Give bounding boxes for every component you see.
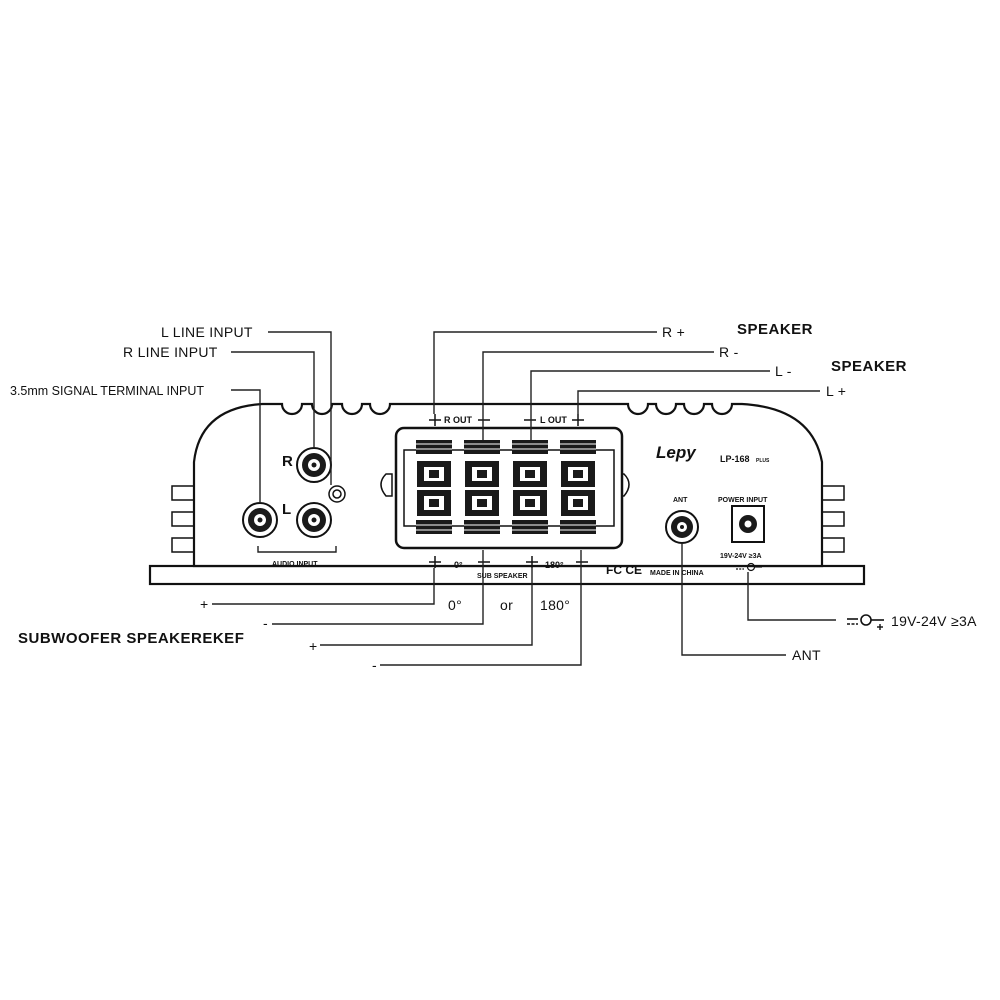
r-out-label: R OUT bbox=[444, 415, 473, 425]
label-r-line-input: R LINE INPUT bbox=[123, 344, 218, 360]
panel-ant-label: ANT bbox=[673, 497, 688, 504]
audio-input-label: AUDIO INPUT bbox=[272, 561, 318, 568]
panel-r-label: R bbox=[282, 453, 293, 470]
leader-l-line-input bbox=[268, 331, 332, 485]
panel-zero-deg: 0° bbox=[454, 560, 463, 570]
label-zero-deg: 0° bbox=[448, 597, 462, 613]
label-180-deg: 180° bbox=[540, 597, 570, 613]
leader-ant bbox=[681, 543, 786, 656]
label-r-plus: R + bbox=[662, 324, 685, 340]
speaker-terminal-block bbox=[380, 426, 630, 550]
made-in-china-label: MADE IN CHINA bbox=[650, 570, 704, 577]
terminal-l-minus[interactable] bbox=[513, 461, 547, 487]
bottom-terminal-tabs bbox=[416, 520, 596, 534]
leader-signal-input bbox=[231, 389, 261, 503]
amplifier-body: R L bbox=[148, 402, 866, 586]
label-r-minus: R - bbox=[719, 344, 739, 360]
power-input-jack[interactable] bbox=[731, 505, 765, 543]
power-spec-panel: 19V-24V ≥3A bbox=[720, 553, 762, 560]
leader-sub-minus-0 bbox=[272, 550, 484, 625]
leader-sub-plus-180 bbox=[320, 568, 533, 646]
label-or: or bbox=[500, 597, 513, 613]
rca-l-jack[interactable] bbox=[296, 502, 332, 538]
panel-l-label: L bbox=[282, 501, 292, 518]
ant-jack[interactable] bbox=[665, 510, 699, 544]
leader-l-plus bbox=[577, 390, 820, 414]
label-l-line-input: L LINE INPUT bbox=[161, 324, 253, 340]
label-sub-minus-0: - bbox=[263, 615, 268, 631]
label-speaker-left: SPEAKER bbox=[831, 358, 907, 375]
terminal-sub-minus-180[interactable] bbox=[561, 490, 595, 516]
model-suffix: PLUS bbox=[756, 458, 770, 464]
label-l-minus: L - bbox=[775, 363, 792, 379]
l-out-label: L OUT bbox=[540, 415, 567, 425]
leader-l-minus bbox=[530, 370, 770, 440]
terminal-sub-minus-0[interactable] bbox=[465, 490, 499, 516]
label-l-plus: L + bbox=[826, 383, 846, 399]
rca-r-jack[interactable] bbox=[296, 447, 332, 483]
audio-input-group: R L bbox=[242, 447, 346, 568]
dc-polarity-icon bbox=[847, 614, 884, 630]
small-screw bbox=[328, 485, 346, 503]
leader-sub-plus-0 bbox=[212, 568, 435, 605]
dc-polarity-icon-small bbox=[736, 562, 762, 572]
fc-ce-mark: FC CE bbox=[606, 563, 642, 577]
out-labels: R OUT L OUT bbox=[429, 414, 584, 426]
label-sub-minus-180: - bbox=[372, 657, 377, 673]
leader-lines bbox=[212, 331, 836, 666]
signal-3-5mm-jack[interactable] bbox=[242, 502, 278, 538]
callout-labels: L LINE INPUT R LINE INPUT 3.5mm SIGNAL T… bbox=[10, 321, 977, 673]
model-label: LP-168 bbox=[720, 454, 750, 464]
sub-speaker-label: SUB SPEAKER bbox=[477, 573, 528, 580]
brand-logo: Lepy bbox=[656, 443, 697, 462]
terminal-sub-plus-0[interactable] bbox=[417, 490, 451, 516]
label-power-spec: 19V-24V ≥3A bbox=[891, 613, 977, 629]
terminal-l-plus[interactable] bbox=[561, 461, 595, 487]
leader-r-line-input bbox=[231, 351, 315, 448]
sub-speaker-markings: 0° 180° SUB SPEAKER bbox=[429, 556, 588, 580]
top-terminal-tabs bbox=[416, 440, 596, 454]
leader-sub-minus-180 bbox=[380, 550, 582, 666]
label-ant: ANT bbox=[792, 647, 821, 663]
leader-power bbox=[747, 572, 836, 621]
panel-180-deg: 180° bbox=[545, 560, 564, 570]
label-sub-plus-0: + bbox=[200, 596, 208, 612]
terminal-sub-plus-180[interactable] bbox=[513, 490, 547, 516]
label-signal-terminal: 3.5mm SIGNAL TERMINAL INPUT bbox=[10, 384, 204, 398]
leader-r-plus bbox=[433, 331, 657, 414]
terminal-r-minus[interactable] bbox=[465, 461, 499, 487]
terminal-r-plus[interactable] bbox=[417, 461, 451, 487]
label-speaker-right: SPEAKER bbox=[737, 321, 813, 338]
label-subwoofer-speaker: SUBWOOFER SPEAKEREKEF bbox=[18, 630, 244, 647]
power-input-label: POWER INPUT bbox=[718, 497, 768, 504]
label-sub-plus-180: + bbox=[309, 638, 317, 654]
leader-r-minus bbox=[482, 351, 714, 440]
